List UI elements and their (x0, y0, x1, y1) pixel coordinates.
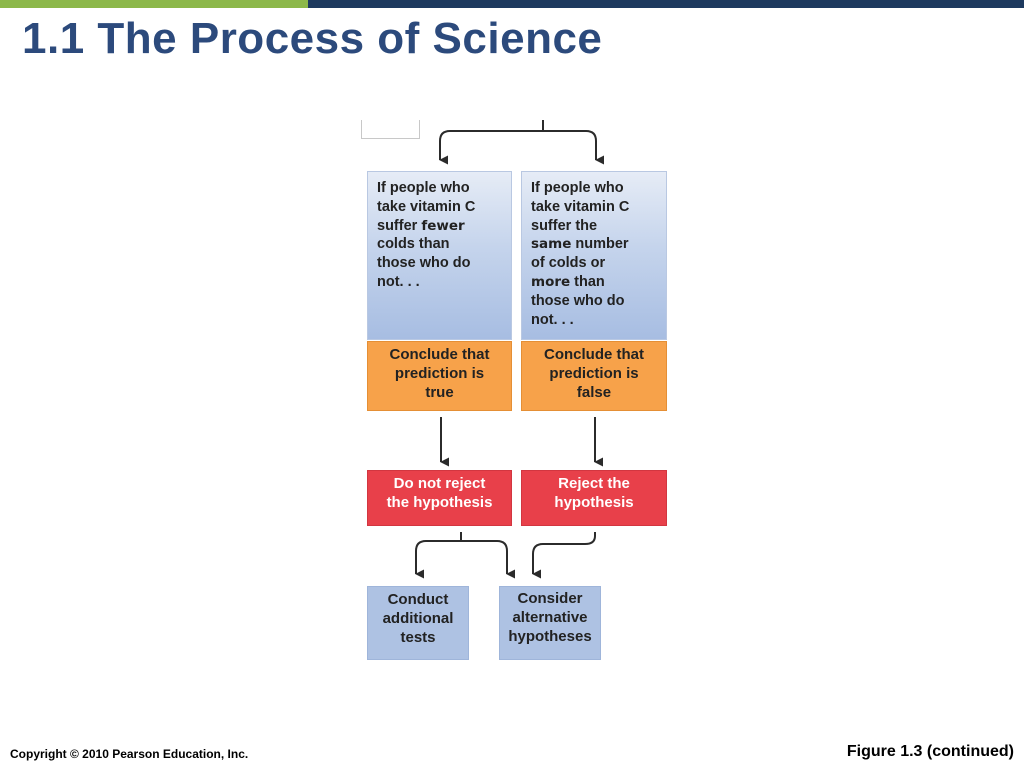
conclusion-false-box: Conclude that prediction is false (521, 341, 667, 411)
reject-text: Reject the hypothesis (554, 475, 634, 511)
top-accent-bar-navy (308, 0, 1024, 8)
reject-box: Reject the hypothesis (521, 470, 667, 526)
do-not-reject-box: Do not reject the hypothesis (367, 470, 512, 526)
cropped-box-fragment (361, 120, 420, 139)
prediction-fewer-colds-box: If people who take vitamin C suffer fewe… (367, 171, 512, 340)
arrow-to-consider-from-left (461, 540, 516, 579)
slide-title: 1.1 The Process of Science (22, 14, 603, 63)
copyright-notice: Copyright © 2010 Pearson Education, Inc. (10, 747, 249, 761)
do-not-reject-text: Do not reject the hypothesis (386, 475, 493, 511)
conclusion-true-text: Conclude that prediction is true (389, 346, 490, 401)
consider-alternatives-text: Consider alternative hypotheses (508, 590, 592, 645)
prediction-same-or-more-box: If people who take vitamin C suffer the … (521, 171, 667, 340)
arrow-to-right-prediction (543, 130, 605, 165)
top-accent-bar-green (0, 0, 308, 8)
emphasis-same: same (531, 236, 572, 253)
emphasis-more: more (531, 273, 571, 290)
arrow-to-left-prediction (439, 130, 543, 165)
conclusion-false-text: Conclude that prediction is false (544, 346, 644, 401)
figure-caption: Figure 1.3 (continued) (846, 743, 1014, 760)
emphasis-fewer: fewer (421, 217, 465, 234)
conclusion-true-box: Conclude that prediction is true (367, 341, 512, 411)
prediction-same-or-more-text: If people who take vitamin C suffer the … (531, 180, 630, 328)
arrow-to-conduct-tests (415, 540, 461, 579)
conduct-tests-text: Conduct additional tests (382, 591, 454, 646)
consider-alternatives-box: Consider alternative hypotheses (499, 586, 601, 660)
arrow-reject-to-consider (532, 532, 596, 579)
prediction-fewer-colds-text: If people who take vitamin C suffer fewe… (377, 180, 476, 290)
conduct-tests-box: Conduct additional tests (367, 586, 469, 660)
